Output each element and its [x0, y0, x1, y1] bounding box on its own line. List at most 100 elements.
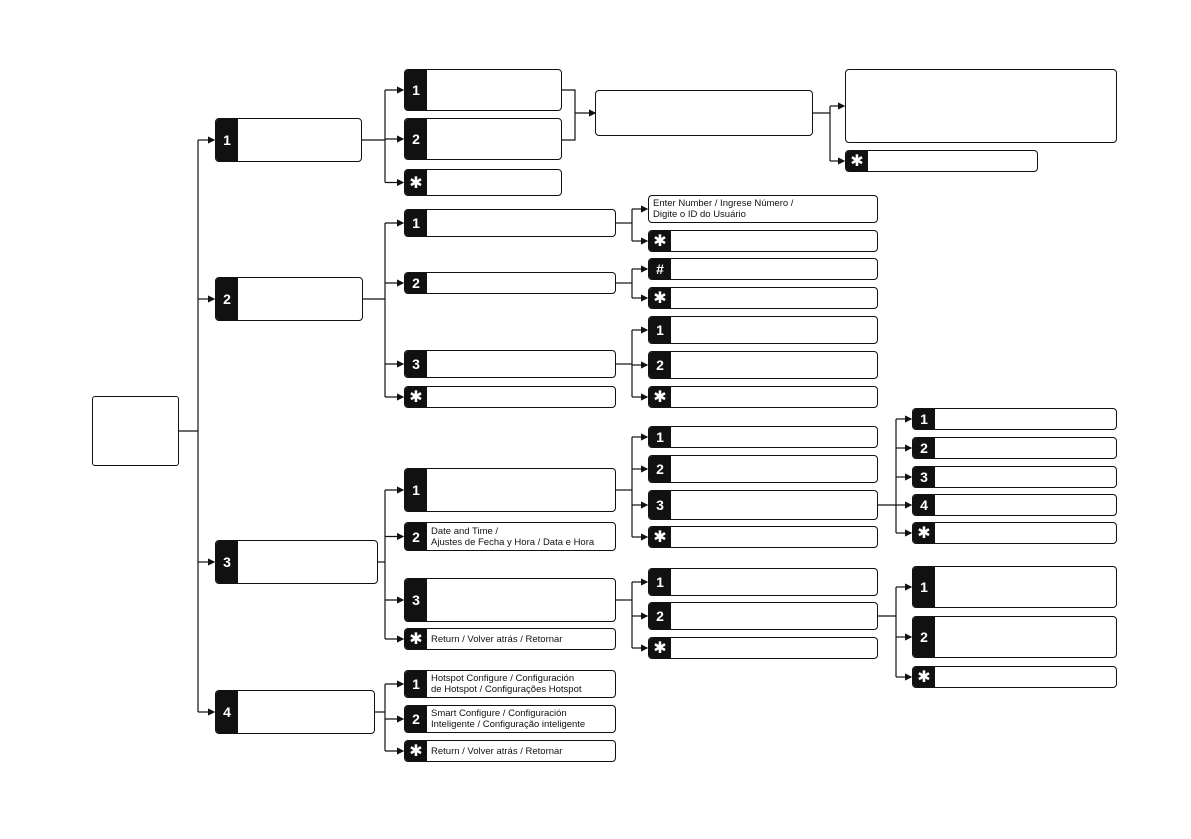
menu-node-label — [427, 351, 615, 377]
menu-node-label — [427, 579, 615, 621]
number-key-badge: 3 — [649, 491, 671, 519]
number-key-badge: 1 — [649, 569, 671, 595]
number-key-badge: 2 — [913, 438, 935, 458]
menu-node-n1-1: 1 — [404, 69, 562, 111]
menu-node-label: Return / Volver atrás / Retornar — [431, 633, 563, 645]
number-key-badge: 1 — [405, 70, 427, 110]
menu-node-n3-1-3: 3 — [648, 490, 878, 520]
menu-node-label — [935, 567, 1116, 607]
asterisk-key-icon: ✱ — [913, 667, 935, 687]
menu-node-label — [671, 527, 877, 547]
menu-node-label — [935, 467, 1116, 487]
menu-node-label — [846, 70, 1116, 142]
number-key-badge: 1 — [405, 671, 427, 697]
menu-node-n4-s: ✱Return / Volver atrás / Retornar — [404, 740, 616, 762]
menu-node-n1-end — [845, 69, 1117, 143]
menu-node-n3: 3 — [215, 540, 378, 584]
menu-node-label — [671, 288, 877, 308]
asterisk-key-icon: ✱ — [405, 387, 427, 407]
menu-node-label — [671, 427, 877, 447]
menu-node-label — [671, 603, 877, 629]
menu-node-label — [427, 469, 615, 511]
menu-node-label: Hotspot Configure / Configuración de Hot… — [431, 673, 582, 695]
menu-node-label — [427, 210, 615, 236]
menu-node-label: Date and Time / Ajustes de Fecha y Hora … — [431, 525, 595, 548]
menu-node-label — [427, 70, 561, 110]
number-key-badge: 2 — [649, 603, 671, 629]
menu-node-label — [671, 317, 877, 343]
menu-node-n2-1-s: ✱ — [648, 230, 878, 252]
asterisk-key-icon: ✱ — [405, 170, 427, 195]
connector-bracket — [562, 89, 576, 141]
menu-node-label — [427, 387, 615, 407]
menu-node-label — [596, 91, 812, 135]
number-key-badge: 2 — [405, 273, 427, 293]
menu-node-n2-3-1: 1 — [648, 316, 878, 344]
number-key-badge: 3 — [405, 351, 427, 377]
menu-node-label — [935, 409, 1116, 429]
menu-node-label — [671, 387, 877, 407]
menu-node-label — [238, 119, 361, 161]
menu-node-label — [427, 119, 561, 159]
menu-node-n1-end-s: ✱ — [845, 150, 1038, 172]
menu-node-n3-3-2-2: 2 — [912, 616, 1117, 658]
menu-node-n2-1-a: Enter Number / Ingrese Número / Digite o… — [648, 195, 878, 223]
menu-node-n1-s: ✱ — [404, 169, 562, 196]
menu-node-label — [238, 541, 377, 583]
menu-node-n3-1-1: 1 — [648, 426, 878, 448]
menu-node-label — [427, 273, 615, 293]
menu-node-n3-1-3-4: 4 — [912, 494, 1117, 516]
menu-node-n3-1-3-1: 1 — [912, 408, 1117, 430]
menu-node-n1-2: 2 — [404, 118, 562, 160]
number-key-badge: 3 — [913, 467, 935, 487]
asterisk-key-icon: ✱ — [405, 741, 427, 761]
number-key-badge: 1 — [649, 317, 671, 343]
menu-node-n3-s: ✱ Return / Volver atrás / Retornar — [404, 628, 616, 650]
menu-node-label: Smart Configure / Configuración Intelige… — [431, 708, 586, 730]
menu-node-label — [238, 691, 374, 733]
menu-node-n3-1-3-3: 3 — [912, 466, 1117, 488]
asterisk-key-icon: ✱ — [649, 231, 671, 251]
menu-node-label — [427, 170, 561, 195]
root-box — [92, 396, 179, 466]
menu-node-label — [671, 352, 877, 378]
menu-node-n3-1-3-s: ✱ — [912, 522, 1117, 544]
number-key-badge: 3 — [405, 579, 427, 621]
asterisk-key-icon: ✱ — [649, 527, 671, 547]
menu-node-n2-2-h: # — [648, 258, 878, 280]
menu-node-n3-3: 3 — [404, 578, 616, 622]
menu-node-n2-2: 2 — [404, 272, 616, 294]
number-key-badge: 1 — [216, 119, 238, 161]
number-key-badge: 2 — [405, 706, 427, 732]
menu-node-n4: 4 — [215, 690, 375, 734]
number-key-badge: 2 — [405, 119, 427, 159]
asterisk-key-icon: ✱ — [405, 629, 427, 649]
number-key-badge: 1 — [913, 567, 935, 607]
number-key-badge: 3 — [216, 541, 238, 583]
number-key-badge: 2 — [405, 523, 427, 550]
menu-node-label — [671, 231, 877, 251]
number-key-badge: 4 — [913, 495, 935, 515]
menu-node-label — [671, 569, 877, 595]
menu-node-label — [935, 523, 1116, 543]
asterisk-key-icon: ✱ — [649, 638, 671, 658]
number-key-badge: 1 — [405, 210, 427, 236]
menu-node-n3-3-2-1: 1 — [912, 566, 1117, 608]
menu-node-n2-3: 3 — [404, 350, 616, 378]
menu-node-n3-1-3-2: 2 — [912, 437, 1117, 459]
menu-node-n3-1-s: ✱ — [648, 526, 878, 548]
menu-node-n3-3-2: 2 — [648, 602, 878, 630]
number-key-badge: 2 — [913, 617, 935, 657]
menu-node-label: Enter Number / Ingrese Número / Digite o… — [653, 198, 794, 220]
menu-node-label — [935, 667, 1116, 687]
menu-node-n1: 1 — [215, 118, 362, 162]
asterisk-key-icon: ✱ — [649, 387, 671, 407]
menu-node-n1-mid — [595, 90, 813, 136]
menu-node-n2: 2 — [215, 277, 363, 321]
menu-node-label — [238, 278, 362, 320]
menu-node-n2-3-s: ✱ — [648, 386, 878, 408]
asterisk-key-icon: ✱ — [846, 151, 868, 171]
